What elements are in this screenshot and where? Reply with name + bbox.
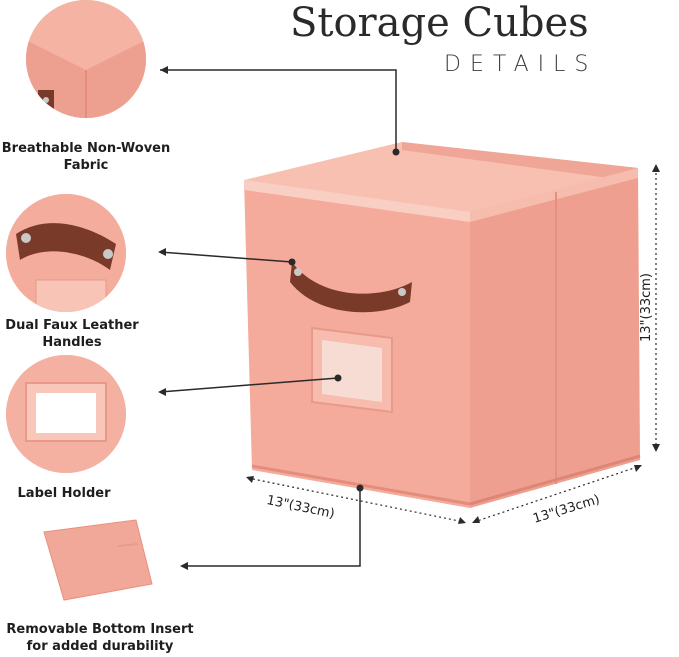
callout-arrow-fabric (160, 66, 168, 74)
feature-circle-fabric (26, 0, 146, 118)
cube-inner-right (402, 142, 638, 182)
feature-caption-label-holder: Label Holder (0, 485, 128, 502)
cube-handle (290, 262, 412, 313)
feature-caption-handle: Dual Faux Leather Handles (0, 317, 144, 351)
cube-front-rim (244, 180, 470, 222)
callout-line-insert (184, 488, 361, 567)
callout-dot-handle (288, 258, 296, 266)
cube-right-rim (470, 168, 638, 222)
feature-caption-insert-line1: Removable Bottom Insert (6, 622, 194, 637)
callout-arrow-handle (158, 248, 166, 256)
feature-caption-handle-line1: Dual Faux Leather (5, 318, 139, 333)
callout-line-handle (159, 251, 293, 263)
cube-handle-rivet-right (398, 288, 406, 296)
cube-handle-rivet-left (294, 268, 302, 276)
bottom-insert-board (43, 519, 153, 601)
feature-caption-insert-line2: for added durability (26, 639, 174, 654)
feature-circle-label-holder (6, 355, 126, 473)
feature-caption-label-holder-line1: Label Holder (17, 486, 111, 501)
page-title: Storage Cubes (290, 0, 589, 46)
page-subtitle: DETAILS (444, 52, 598, 77)
callout-arrow-insert (180, 562, 188, 570)
cube-label-window (322, 340, 382, 402)
feature-caption-handle-line2: Handles (42, 335, 102, 350)
feature-caption-fabric: Breathable Non-Woven Fabric (0, 140, 172, 174)
feature-caption-fabric-line2: Fabric (63, 158, 109, 173)
callout-dot-label (334, 374, 342, 382)
feature-caption-insert: Removable Bottom Insert for added durabi… (0, 621, 200, 655)
callout-dot-fabric (392, 148, 400, 156)
feature-caption-fabric-line1: Breathable Non-Woven (1, 141, 171, 156)
cube-bottom-edge-right (469, 454, 641, 506)
callout-line-fabric (160, 69, 397, 152)
dimension-label-height: 13"(33cm) (639, 272, 655, 343)
callout-dot-insert (356, 484, 364, 492)
dimension-line-front (247, 477, 465, 523)
dimension-line-side (473, 465, 641, 523)
feature-circle-handle (6, 194, 126, 312)
callout-arrow-label (158, 388, 166, 396)
callout-line-label (159, 377, 339, 393)
